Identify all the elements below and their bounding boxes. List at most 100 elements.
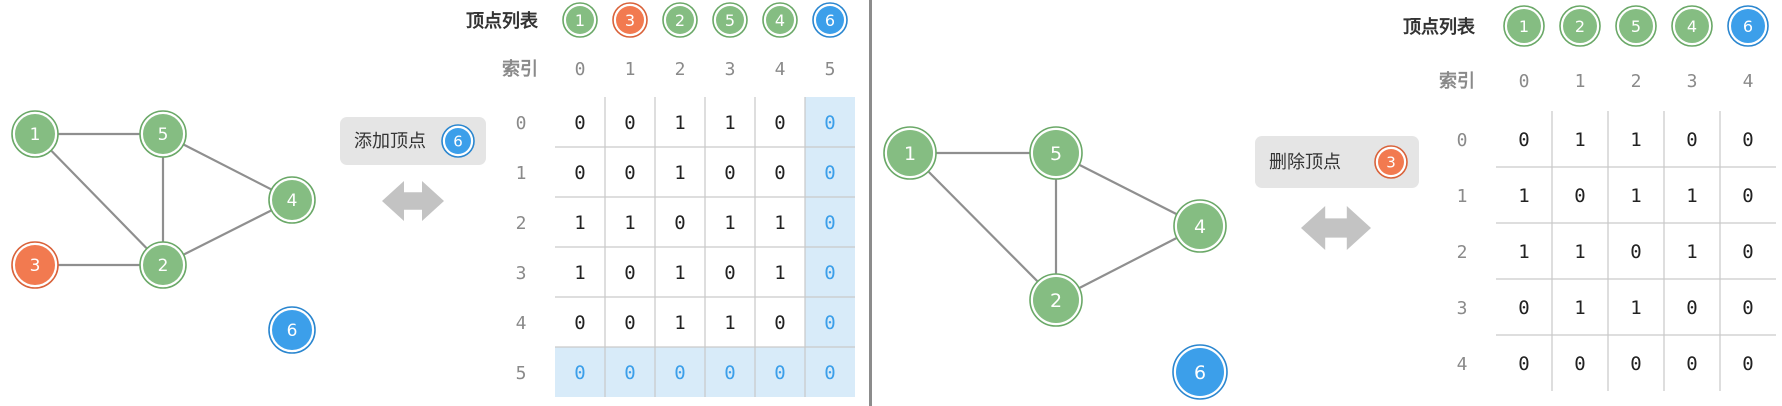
operation-label-text: 添加顶点 bbox=[354, 131, 426, 152]
matrix-cell-1-0: 0 bbox=[574, 162, 585, 184]
matrix-cell-3-1: 0 bbox=[624, 262, 635, 284]
vertex-list-item-1-fill bbox=[1563, 9, 1597, 43]
matrix-cell-3-0: 1 bbox=[574, 262, 585, 284]
matrix-cell-1-4: 0 bbox=[1742, 185, 1753, 207]
vertex-list-item-5: 6 bbox=[812, 2, 848, 38]
matrix-cell-1-1: 0 bbox=[624, 162, 635, 184]
matrix-cell-2-3: 1 bbox=[724, 212, 735, 234]
panel-divider bbox=[869, 0, 872, 406]
column-index-3: 3 bbox=[1687, 71, 1698, 92]
matrix-cell-0-3: 1 bbox=[724, 112, 735, 134]
column-index-2: 2 bbox=[1631, 71, 1642, 92]
operation-label-box bbox=[1255, 136, 1419, 188]
graph-node-2: 2 bbox=[1029, 273, 1083, 327]
matrix-cell-3-3: 0 bbox=[724, 262, 735, 284]
vertex-list-item-1-fill bbox=[616, 6, 644, 34]
matrix-cell-3-5: 0 bbox=[824, 262, 835, 284]
bidirectional-arrow bbox=[1301, 206, 1371, 250]
graph-node-1-fill bbox=[15, 114, 55, 154]
graph-node-4-label: 4 bbox=[1194, 216, 1206, 238]
graph-node-4-fill bbox=[272, 180, 312, 220]
vertex-list-item-2-label: 2 bbox=[675, 11, 685, 30]
graph-node-4: 4 bbox=[268, 176, 316, 224]
column-index-1: 1 bbox=[625, 59, 636, 80]
graph-node-1-label: 1 bbox=[904, 143, 916, 165]
graph-node-2-fill bbox=[143, 245, 183, 285]
vertex-list-item-1: 3 bbox=[612, 2, 648, 38]
vertex-list-item-2-fill bbox=[1619, 9, 1653, 43]
vertex-list-item-0-fill bbox=[1507, 9, 1541, 43]
matrix-cell-0-2: 1 bbox=[1630, 129, 1641, 151]
row-index-1: 1 bbox=[516, 163, 527, 184]
vertex-list-item-0: 1 bbox=[1503, 5, 1545, 47]
matrix-grid bbox=[1496, 111, 1776, 391]
column-index-5: 5 bbox=[825, 59, 836, 80]
vertex-list-item-3-fill bbox=[1675, 9, 1709, 43]
graph-edge-1-2 bbox=[909, 152, 1057, 301]
column-index-1: 1 bbox=[1575, 71, 1586, 92]
vertex-list-item-2: 5 bbox=[1615, 5, 1657, 47]
matrix-cell-0-3: 0 bbox=[1686, 129, 1697, 151]
operation-vertex: 3 bbox=[1374, 145, 1408, 179]
graph-node-1: 1 bbox=[11, 110, 59, 158]
graph-node-5-label: 5 bbox=[1050, 143, 1062, 165]
operation-label-text: 删除顶点 bbox=[1269, 152, 1341, 173]
matrix-cell-1-1: 0 bbox=[1574, 185, 1585, 207]
matrix-cell-4-2: 0 bbox=[1630, 353, 1641, 375]
graph-node-2-label: 2 bbox=[1050, 290, 1062, 312]
row-index-0: 0 bbox=[1457, 130, 1468, 151]
graph-node-1: 1 bbox=[883, 126, 937, 180]
matrix-cell-5-1: 0 bbox=[624, 362, 635, 384]
row-index-0: 0 bbox=[516, 113, 527, 134]
graph-node-6: 6 bbox=[1172, 344, 1228, 400]
matrix-cell-5-2: 0 bbox=[674, 362, 685, 384]
vertex-list-item-4-label: 6 bbox=[1743, 17, 1753, 36]
matrix-cell-0-4: 0 bbox=[1742, 129, 1753, 151]
matrix-cell-2-1: 1 bbox=[1574, 241, 1585, 263]
matrix-cell-2-0: 1 bbox=[1518, 241, 1529, 263]
matrix-cell-1-5: 0 bbox=[824, 162, 835, 184]
vertex-list-item-3-label: 4 bbox=[1687, 17, 1697, 36]
matrix-cell-2-1: 1 bbox=[624, 212, 635, 234]
matrix-cell-4-1: 0 bbox=[1574, 353, 1585, 375]
matrix-cell-5-0: 0 bbox=[574, 362, 585, 384]
graph-edge-5-4 bbox=[162, 133, 293, 201]
vertex-list-item-1-label: 2 bbox=[1575, 17, 1585, 36]
matrix-cell-0-2: 1 bbox=[674, 112, 685, 134]
graph-node-1-fill bbox=[887, 130, 933, 176]
graph-edge-2-4 bbox=[162, 199, 293, 266]
vertex-list-item-4-fill bbox=[766, 6, 794, 34]
row-index-2: 2 bbox=[516, 213, 527, 234]
vertex-list-item-5-fill bbox=[816, 6, 844, 34]
graph-edge-1-2 bbox=[34, 133, 164, 266]
matrix-cell-0-5: 0 bbox=[824, 112, 835, 134]
matrix-cell-1-3: 1 bbox=[1686, 185, 1697, 207]
index-label: 索引 bbox=[502, 58, 538, 80]
vertex-list-item-3: 4 bbox=[1671, 5, 1713, 47]
row-index-3: 3 bbox=[1457, 298, 1468, 319]
row-index-1: 1 bbox=[1457, 186, 1468, 207]
operation-vertex-fill bbox=[445, 128, 471, 154]
vertex-list-item-0-fill bbox=[566, 6, 594, 34]
matrix-cell-5-4: 0 bbox=[774, 362, 785, 384]
graph-edge-5-4 bbox=[1055, 152, 1201, 227]
vertex-list-item-3: 5 bbox=[712, 2, 748, 38]
vertex-list-item-4: 4 bbox=[762, 2, 798, 38]
matrix-cell-4-5: 0 bbox=[824, 312, 835, 334]
bidirectional-arrow bbox=[382, 181, 444, 221]
graph-node-6: 6 bbox=[268, 306, 316, 354]
graph-node-4: 4 bbox=[1173, 199, 1227, 253]
matrix-cell-4-3: 0 bbox=[1686, 353, 1697, 375]
row-index-5: 5 bbox=[516, 363, 527, 384]
row-index-4: 4 bbox=[1457, 354, 1468, 375]
matrix-cell-3-4: 1 bbox=[774, 262, 785, 284]
vertex-list: 1 2 5 4 6 bbox=[1503, 5, 1769, 47]
matrix-cell-5-5: 0 bbox=[824, 362, 835, 384]
